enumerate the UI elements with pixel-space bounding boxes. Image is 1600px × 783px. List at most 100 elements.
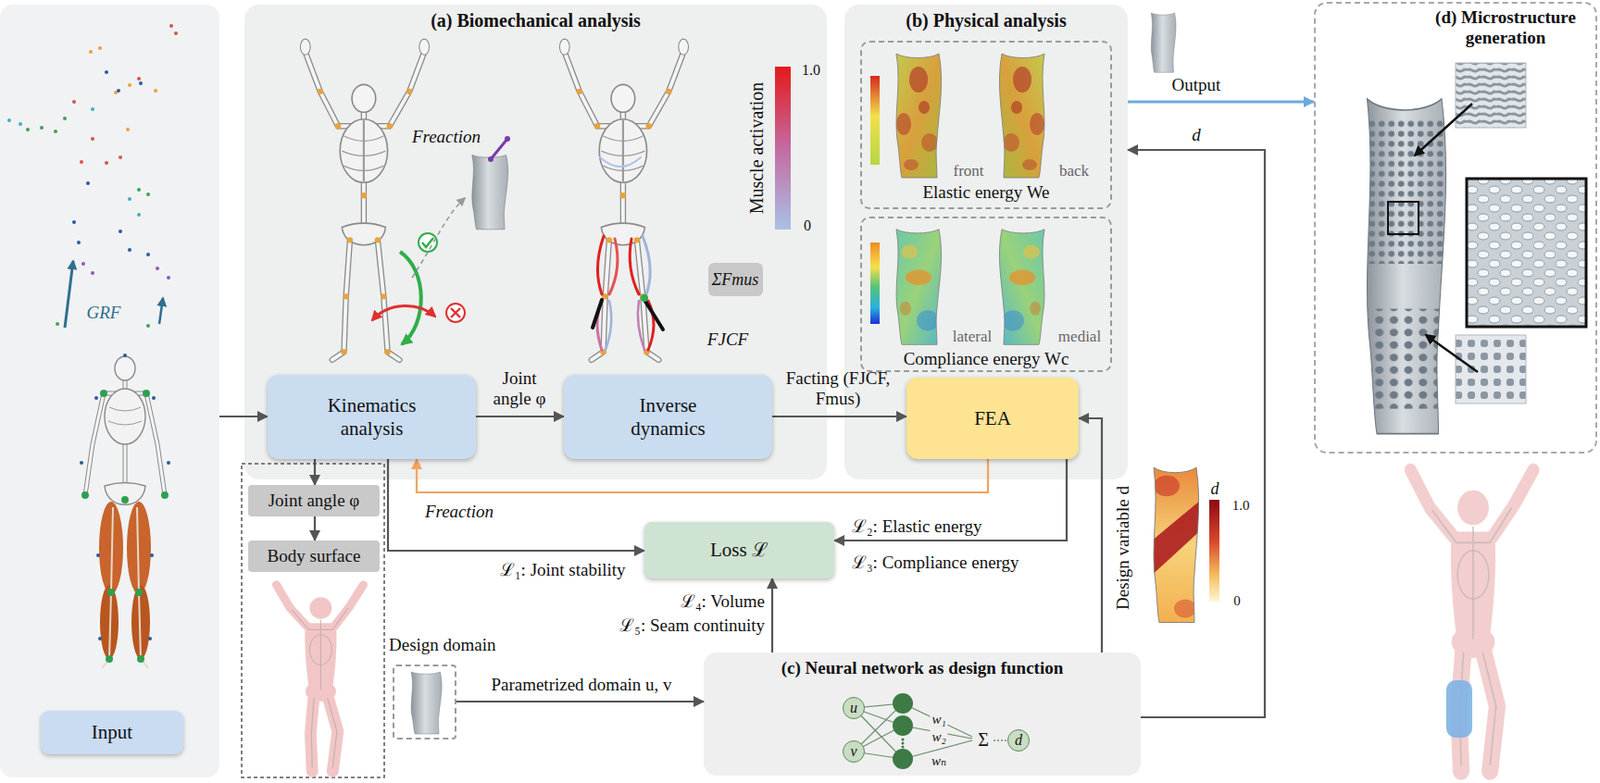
text-holder: (c) Neural network as design function: [703, 658, 1141, 679]
design-domain-sleeve: [411, 672, 442, 735]
label: w₂: [929, 729, 948, 746]
process-box: Kinematics analysis: [267, 375, 476, 460]
label-holder: wₙ: [929, 753, 949, 770]
label: GRF: [87, 302, 122, 324]
label: 0: [803, 217, 812, 235]
label-holder: w₁: [929, 712, 948, 728]
node-label: v: [850, 743, 857, 761]
zoom-frame: [1387, 201, 1419, 235]
label-holder: GRF: [87, 302, 122, 324]
edge-label: Freaction: [425, 501, 494, 523]
node-label: Kinematics analysis: [307, 394, 438, 439]
label: front: [952, 162, 984, 181]
panel-ground: [844, 4, 1128, 480]
label: 0: [1233, 593, 1241, 610]
connector: [387, 459, 645, 551]
edge-label: Parametrized domain u, v: [490, 675, 672, 696]
label: Muscle activation: [746, 82, 768, 215]
panel: u v d (c) Neural network as design function: [703, 652, 1141, 776]
text-holder: Compliance energy Wc: [860, 349, 1113, 370]
label: FJCF: [707, 329, 749, 350]
label-holder: lateral: [952, 327, 992, 347]
edge-label-holder: Facting (FJCF, Fmus): [773, 368, 903, 410]
network-drawing: [853, 693, 1007, 770]
heading: Compliance energy Wc: [860, 349, 1113, 370]
text-holder: Inverse dynamics: [603, 394, 734, 439]
edge-label: ℒ₄: Volume: [680, 591, 765, 613]
edge-label-holder: ℒ₄: Volume: [680, 591, 765, 613]
node-label: Loss ℒ: [710, 538, 769, 562]
text-holder: ΣFmus: [712, 270, 760, 290]
result-box: Elastic energy We: [860, 40, 1113, 210]
connector: [771, 578, 774, 653]
label-holder: Σ: [977, 729, 989, 751]
output-neuron: d: [1007, 729, 1030, 752]
energy-map: [896, 53, 942, 178]
node-label: Joint angle φ: [268, 490, 361, 512]
label-holder: d: [1211, 479, 1220, 500]
design-variable-map: [1148, 467, 1204, 624]
label-holder: 1.0: [801, 62, 821, 79]
edge-label-holder: Freaction: [425, 501, 494, 523]
label: Freaction: [412, 126, 481, 148]
panel: ΣFmusKinematics analysis Inverse dynamics…: [244, 4, 827, 480]
text-holder: Loss ℒ: [710, 538, 769, 562]
heading: (a) Biomechanical analysis: [244, 10, 827, 32]
text-holder: Elastic energy We: [860, 182, 1113, 203]
heading: Input: [40, 711, 184, 755]
label: lateral: [952, 327, 992, 347]
label-holder: medial: [1058, 327, 1101, 347]
node-label: ΣFmus: [712, 270, 760, 290]
knee-sleeve-icon: [472, 136, 511, 230]
input-neuron: v: [842, 740, 865, 763]
microstructure-tile: [1466, 178, 1587, 327]
output-icon: [1150, 12, 1176, 73]
energy-map: [896, 229, 942, 346]
colorbar: [1209, 500, 1220, 602]
text-holder: Body surface: [267, 546, 362, 567]
text-holder: u: [850, 700, 858, 717]
muscle-lines: [592, 157, 663, 350]
heading: Elastic energy We: [860, 182, 1113, 203]
result-box: Compliance energy Wc: [860, 216, 1113, 373]
zoom-arrow: [1425, 335, 1478, 373]
zoom-arrow: [1414, 103, 1473, 156]
skeleton: [559, 38, 688, 361]
text-holder: Design domain: [388, 635, 497, 656]
label: Σ: [977, 729, 989, 751]
edge-label: d: [1191, 125, 1201, 146]
connector: [475, 415, 564, 418]
node-label: d: [1014, 732, 1023, 750]
body-figure: [276, 585, 364, 773]
label-holder: front: [952, 162, 984, 181]
heading: (b) Physical analysis: [844, 10, 1128, 32]
energy-map: [999, 229, 1045, 346]
input-neuron: u: [842, 697, 865, 720]
edge-label-holder: ℒ₂: Elastic energy: [851, 516, 982, 538]
edge-label-holder: d: [1191, 125, 1201, 146]
marker-cloud: [7, 24, 178, 328]
edge-label: Facting (FJCF, Fmus): [773, 368, 903, 410]
edge-label-holder: Joint angle φ: [482, 368, 557, 410]
panel-ground: [0, 4, 220, 778]
heading: Design domain: [388, 635, 497, 656]
heading: (c) Neural network as design function: [703, 658, 1141, 679]
text-holder: v: [850, 743, 857, 761]
text-holder: d: [1014, 732, 1023, 750]
connector: [219, 415, 268, 418]
connector: [834, 459, 1067, 541]
edge-label-holder: Parametrized domain u, v: [490, 675, 672, 696]
edge-label-holder: Design variable d: [1112, 486, 1134, 611]
edge-label: Output: [1172, 75, 1222, 96]
edge-label: Joint angle φ: [482, 368, 557, 410]
colorbar: [775, 66, 791, 230]
connector: [313, 516, 316, 541]
connector: [456, 700, 704, 703]
label: d: [1211, 479, 1220, 500]
label-holder: Freaction: [412, 126, 481, 148]
musculoskeletal-model: [79, 353, 171, 669]
panel-ground: [703, 652, 1141, 776]
label-holder: Muscle activation: [746, 82, 768, 215]
input-panel: Input: [0, 4, 220, 778]
